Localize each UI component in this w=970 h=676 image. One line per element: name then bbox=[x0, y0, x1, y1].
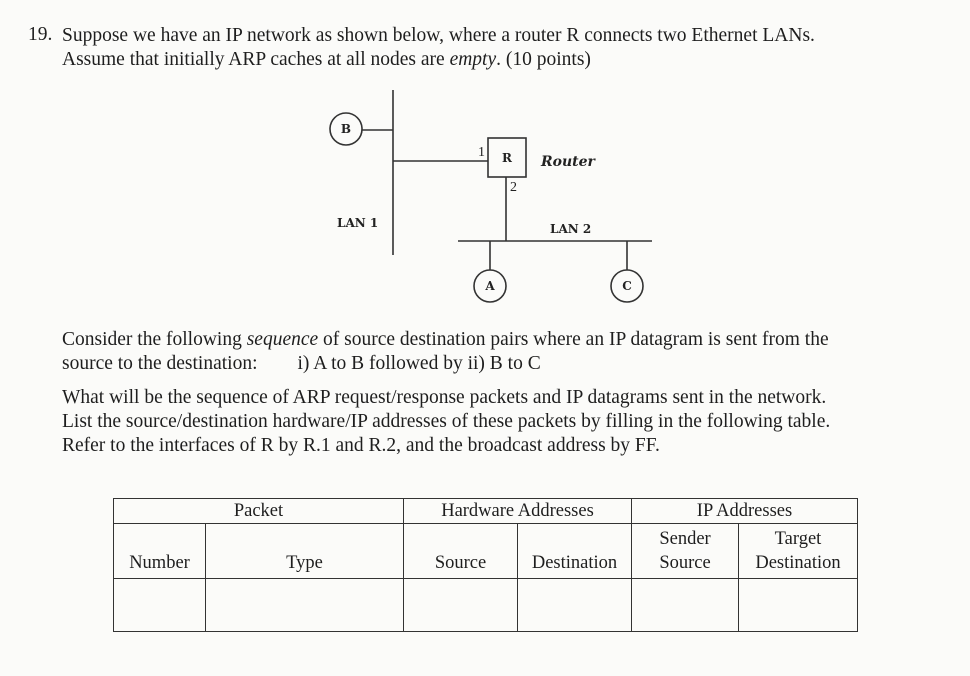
cell[interactable] bbox=[738, 578, 858, 632]
text: Sender bbox=[659, 529, 711, 549]
col-hw-source: Source bbox=[403, 523, 518, 579]
router-caption: Router bbox=[540, 154, 597, 170]
body-p2-line-1: What will be the sequence of ARP request… bbox=[62, 387, 827, 408]
col-number: Number bbox=[113, 523, 206, 579]
node-a-circle bbox=[473, 269, 507, 303]
question-line-2: Assume that initially ARP caches at all … bbox=[62, 48, 591, 72]
table-row bbox=[113, 578, 858, 632]
text: Destination bbox=[755, 553, 841, 573]
body-p1-line-1: Consider the following sequence of sourc… bbox=[62, 328, 829, 352]
emphasis: empty bbox=[449, 49, 497, 70]
text: Source bbox=[659, 553, 711, 573]
text: Consider the following bbox=[62, 329, 247, 350]
node-a-label: A bbox=[484, 279, 495, 293]
node-c-circle bbox=[610, 269, 644, 303]
cell[interactable] bbox=[403, 578, 518, 632]
cell[interactable] bbox=[517, 578, 632, 632]
port-1-label: 1 bbox=[478, 145, 485, 160]
header-ip-addresses: IP Addresses bbox=[631, 498, 858, 524]
node-b-label: B bbox=[341, 122, 351, 136]
body-p2-line-3: Refer to the interfaces of R by R.1 and … bbox=[62, 435, 660, 456]
col-type: Type bbox=[205, 523, 404, 579]
header-hardware-addresses: Hardware Addresses bbox=[403, 498, 632, 524]
cell[interactable] bbox=[631, 578, 739, 632]
question-line-1: Suppose we have an IP network as shown b… bbox=[62, 25, 815, 46]
text: of source destination pairs where an IP … bbox=[318, 329, 829, 350]
cell[interactable] bbox=[205, 578, 404, 632]
port-2-label: 2 bbox=[510, 180, 517, 195]
text: . (10 points) bbox=[496, 49, 591, 70]
lan1-label: LAN 1 bbox=[337, 216, 378, 230]
body-p2-line-2: List the source/destination hardware/IP … bbox=[62, 411, 831, 432]
lan2-label: LAN 2 bbox=[550, 222, 591, 236]
col-hw-destination: Destination bbox=[517, 523, 632, 579]
emphasis: sequence bbox=[246, 329, 319, 350]
header-packet: Packet bbox=[113, 498, 404, 524]
node-c-label: C bbox=[622, 279, 632, 293]
question-number: 19. bbox=[28, 24, 53, 45]
arp-table: Packet Hardware Addresses IP Addresses N… bbox=[113, 498, 858, 632]
router-box bbox=[487, 137, 527, 178]
body-p1-line-2: source to the destination: i) A to B foll… bbox=[62, 352, 541, 376]
text: i) A to B followed by ii) B to C bbox=[297, 353, 541, 374]
text: source to the destination: bbox=[62, 353, 258, 374]
router-label: R bbox=[502, 151, 513, 165]
text: Target bbox=[774, 529, 822, 549]
cell[interactable] bbox=[113, 578, 206, 632]
text: Assume that initially ARP caches at all … bbox=[62, 49, 450, 70]
node-b-circle bbox=[329, 112, 363, 146]
